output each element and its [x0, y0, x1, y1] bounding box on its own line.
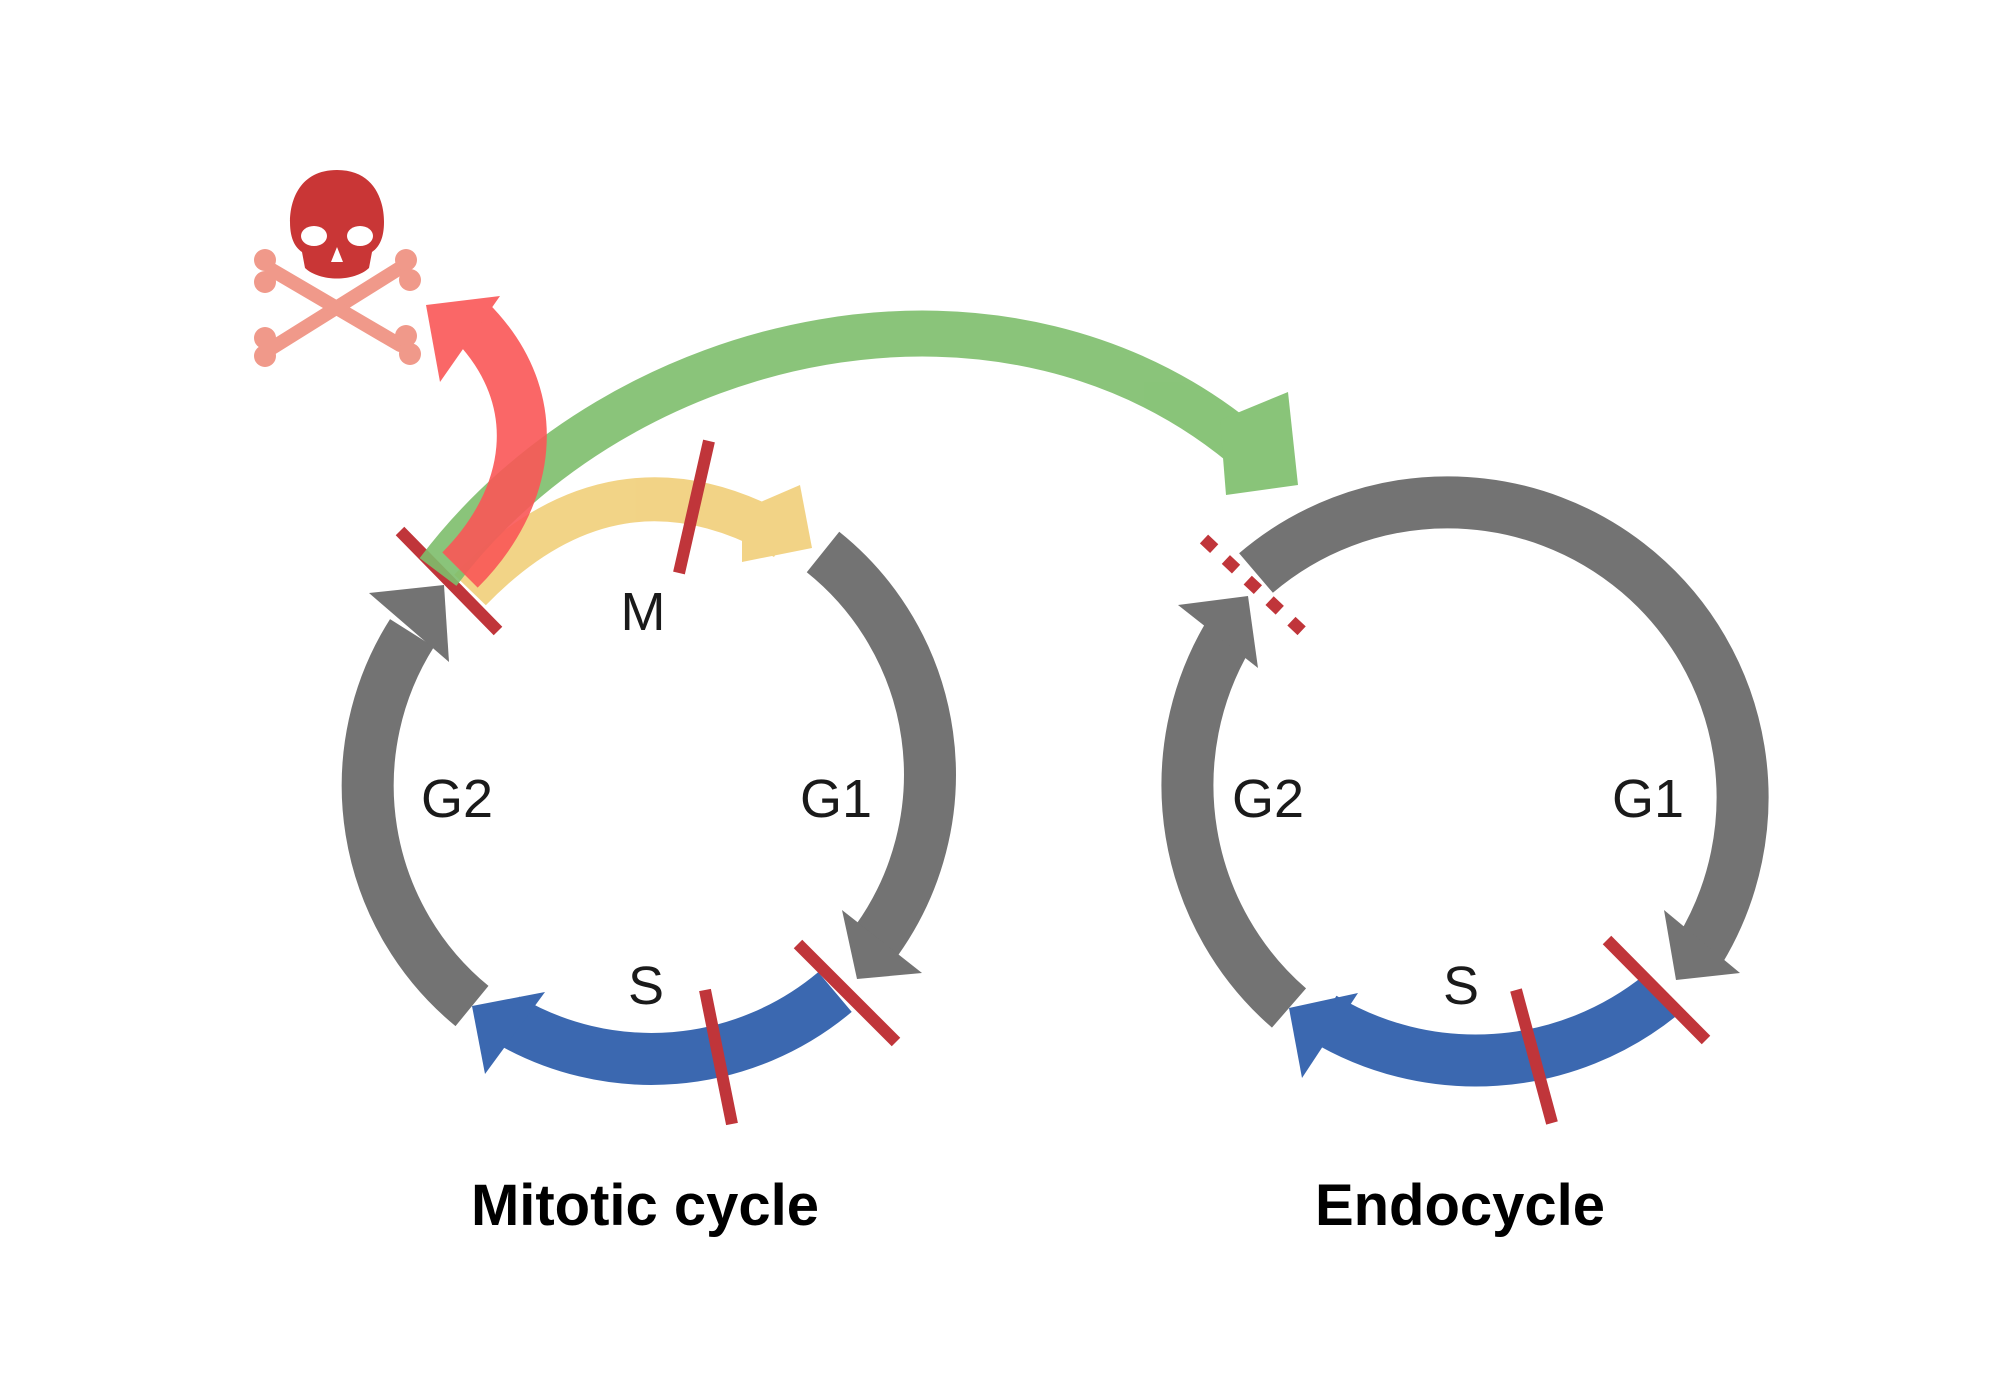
endo-s-arrow: [1289, 974, 1678, 1087]
endo-phase-s: S: [1443, 956, 1479, 1016]
checkpoint-s: [699, 988, 738, 1126]
endo-phase-g2: G2: [1232, 769, 1304, 829]
skull-icon: [290, 170, 384, 279]
endo-g2-arrow: [1161, 596, 1307, 1028]
mitotic-g2-arrow: [341, 585, 489, 1027]
skull-crossbones-icon: [254, 170, 421, 367]
endocycle: G1 S G2: [1161, 476, 1769, 1125]
checkpoint-m: [673, 439, 715, 575]
checkpoint-g1-s: [793, 939, 901, 1047]
crossbones-icon: [254, 249, 421, 367]
mitosis-continue-arrow: [454, 477, 812, 606]
cell-death-arrow: [426, 296, 547, 588]
mitotic-phase-m: M: [621, 582, 666, 642]
checkpoint-g2-m: [395, 526, 503, 636]
mitotic-s-arrow: [472, 971, 852, 1085]
mitotic-phase-s: S: [628, 956, 664, 1016]
endo-checkpoint-g2-m-bypassed: [1199, 534, 1309, 638]
endo-checkpoint-g1-s: [1602, 935, 1711, 1045]
endo-g1-arrow: [1239, 476, 1769, 980]
endo-checkpoint-s: [1510, 988, 1558, 1125]
endo-phase-g1: G1: [1612, 769, 1684, 829]
mitotic-phase-g2: G2: [421, 769, 493, 829]
mitotic-phase-g1: G1: [800, 769, 872, 829]
mitotic-g1-arrow: [806, 531, 956, 979]
mitotic-cycle: M G1 S G2: [341, 439, 956, 1126]
mitotic-cycle-title: Mitotic cycle: [471, 1173, 819, 1238]
endocycle-title: Endocycle: [1315, 1173, 1605, 1238]
